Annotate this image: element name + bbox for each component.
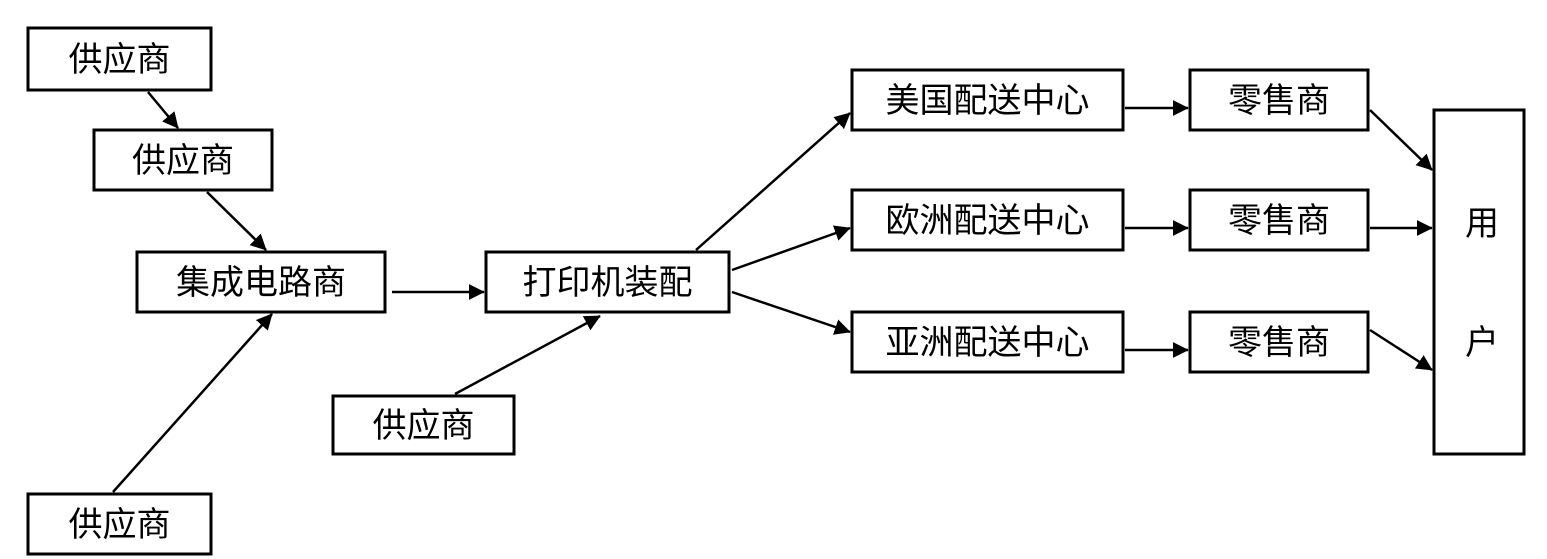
node-us-center: 美国配送中心 [850,68,1125,132]
edge-supplier1-to-supplier2 [147,91,179,129]
node-supplier-1: 供应商 [26,26,213,92]
edge-supplier4-to-ic-maker [112,313,273,493]
node-box [484,250,731,314]
node-box [850,68,1125,132]
node-label: 供应商 [69,505,171,545]
node-box [850,310,1125,374]
node-label-line-2: 户 [1465,323,1499,363]
node-box [1188,188,1370,252]
node-eu-center: 欧洲配送中心 [850,188,1125,252]
node-label: 打印机装配 [523,263,693,303]
edge-retailer3-to-user [1369,328,1433,372]
node-box [92,128,274,192]
node-box [1188,310,1370,374]
node-box [331,394,516,456]
node-retailer-2: 零售商 [1188,188,1370,252]
node-label: 零售商 [1228,323,1330,363]
node-label: 供应商 [69,40,171,80]
edge-printer-to-us-center [695,112,851,251]
node-label: 零售商 [1228,201,1330,241]
node-supplier-3: 供应商 [331,394,516,456]
node-label: 集成电路商 [176,263,346,303]
node-printer-assembly: 打印机装配 [484,250,731,314]
node-label: 亚洲配送中心 [886,323,1090,363]
edge-supplier3-to-printer-assembly [454,314,601,396]
node-box [850,188,1125,252]
node-box [1188,68,1370,132]
node-ic-maker: 集成电路商 [135,250,387,314]
edge-printer-to-asia-center [731,290,851,335]
node-label: 供应商 [373,406,475,446]
node-retailer-3: 零售商 [1188,310,1370,374]
node-box [26,492,213,556]
node-supplier-2: 供应商 [92,128,274,192]
node-label: 零售商 [1228,81,1330,121]
edge-printer-to-eu-center [731,225,851,272]
node-label-line-1: 用 [1465,204,1499,244]
node-box [135,250,387,314]
edge-supplier2-to-ic-maker [206,191,267,251]
node-supplier-4: 供应商 [26,492,213,556]
edges [112,91,1433,493]
node-box [26,26,213,92]
node-asia-center: 亚洲配送中心 [850,310,1125,374]
edge-retailer1-to-user [1369,109,1433,171]
node-label: 美国配送中心 [886,81,1090,121]
node-user: 用 户 [1432,108,1526,456]
node-label: 供应商 [132,141,234,181]
node-retailer-1: 零售商 [1188,68,1370,132]
node-box [1432,108,1526,456]
node-label: 欧洲配送中心 [886,201,1090,241]
